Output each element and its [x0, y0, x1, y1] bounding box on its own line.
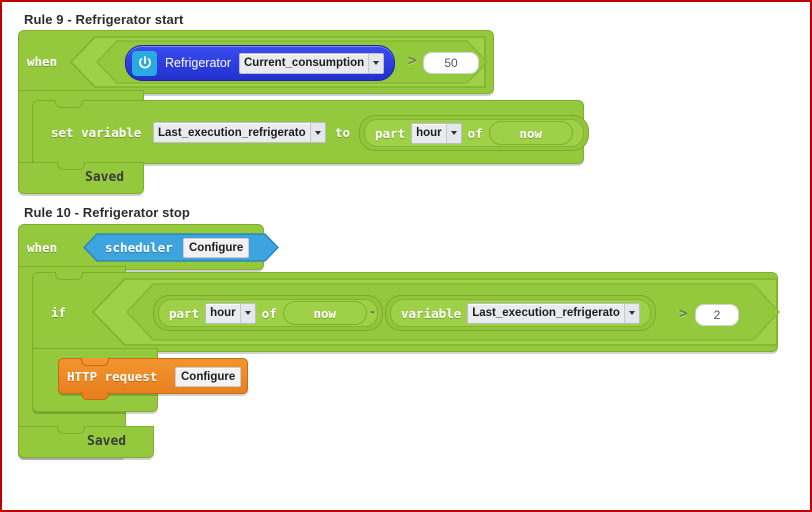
chevron-down-icon[interactable] — [368, 53, 384, 73]
rule-10-title: Rule 10 - Refrigerator stop — [24, 205, 190, 220]
rule-9-now-label: now — [519, 125, 543, 141]
rule-10-when-block[interactable]: when scheduler Configure — [18, 224, 279, 276]
rule-9-when-block[interactable]: when Refrigerator Current_consumption > … — [18, 30, 494, 100]
rule-10-http-stud-top — [81, 358, 109, 366]
rule-10-scheduler-configure-field[interactable]: Configure — [183, 238, 250, 258]
rule-9-device-name: Refrigerator — [165, 56, 231, 70]
rule-10-http-request-label: HTTP request — [67, 369, 158, 384]
rule-10-operator: > — [679, 305, 688, 321]
rule-10-http-stud-bottom — [81, 392, 109, 400]
rule-10-part-capsule: part hour of now — [158, 299, 378, 327]
rule-9-part-of-reporter[interactable]: part hour of now — [359, 115, 589, 151]
rule-10-status: Saved — [87, 434, 127, 449]
rule-10-of-label: of — [261, 305, 277, 321]
rule-9-property-value: Current_consumption — [244, 57, 365, 69]
rule-10-http-configure-field[interactable]: Configure — [175, 367, 242, 387]
chevron-down-icon[interactable] — [623, 303, 639, 323]
rule-9-part-value: hour — [416, 127, 442, 139]
rule-9-footer: Saved — [18, 162, 144, 194]
rule-9-when-label: when — [27, 54, 58, 69]
rule-10-now-label: now — [313, 305, 337, 321]
chevron-down-icon[interactable] — [239, 303, 255, 323]
rule-10-when-label: when — [27, 240, 58, 255]
rule-10-part-value: hour — [210, 307, 236, 319]
rule-10-variable-capsule: variable Last_execution_refrigerato — [390, 299, 651, 327]
chevron-down-icon[interactable] — [445, 123, 461, 143]
rule-10-minus-operator: - — [370, 303, 375, 320]
rule-10-variable-label: variable — [401, 305, 462, 321]
rule-9-part-capsule: part hour of now — [364, 119, 584, 147]
rule-10-if-label: if — [51, 305, 67, 320]
rule-10-variable-name: Last_execution_refrigerato — [472, 307, 620, 319]
rule-10-http-request-block[interactable]: HTTP request Configure — [58, 358, 248, 400]
rule-10-now-pill[interactable]: now — [282, 301, 367, 325]
rule-9-variable-dropdown[interactable]: Last_execution_refrigerato — [153, 122, 326, 143]
rule-9-status: Saved — [85, 170, 125, 185]
rule-9-part-dropdown[interactable]: hour — [411, 122, 462, 144]
rule-9-threshold-value[interactable]: 50 — [423, 52, 479, 74]
rule-10-if-block[interactable]: if part hour of now - variable Last_exec… — [32, 272, 780, 358]
rule-10-part-of-reporter[interactable]: part hour of now — [153, 295, 383, 331]
rule-9-to-label: to — [335, 125, 351, 140]
rule-10-container: Rule 10 - Refrigerator stop — [24, 205, 190, 220]
rule-9-title: Rule 9 - Refrigerator start — [24, 12, 184, 27]
rule-10-footer: Saved — [18, 426, 154, 458]
rule-9-now-pill[interactable]: now — [488, 121, 573, 145]
rule-9-container: Rule 9 - Refrigerator start — [24, 12, 183, 27]
rule-10-variable-dropdown[interactable]: Last_execution_refrigerato — [467, 302, 640, 324]
rule-10-threshold-value[interactable]: 2 — [695, 304, 739, 326]
chevron-down-icon[interactable] — [309, 123, 325, 142]
rule-10-if-stud-top — [55, 272, 83, 280]
rule-10-scheduler-label: scheduler — [105, 240, 173, 255]
rule-10-part-dropdown[interactable]: hour — [205, 302, 256, 324]
rule-10-variable-reporter[interactable]: variable Last_execution_refrigerato — [385, 295, 656, 331]
rule-9-part-label: part — [375, 125, 406, 141]
rule-9-device-block[interactable]: Refrigerator Current_consumption — [125, 45, 396, 81]
rule-9-set-variable-stud-top — [55, 100, 83, 108]
rule-9-of-label: of — [467, 125, 483, 141]
rule-9-property-dropdown[interactable]: Current_consumption — [239, 52, 385, 74]
rule-9-set-variable-block[interactable]: set variable Last_execution_refrigerato … — [32, 100, 589, 170]
rule-9-footer-stud — [57, 162, 85, 170]
rule-10-footer-stud — [57, 426, 85, 434]
rule-10-part-label: part — [169, 305, 200, 321]
rule-9-operator: > — [408, 52, 417, 68]
power-icon — [132, 50, 157, 76]
rule-9-set-variable-label: set variable — [51, 125, 142, 140]
rule-9-variable-name: Last_execution_refrigerato — [158, 126, 306, 139]
